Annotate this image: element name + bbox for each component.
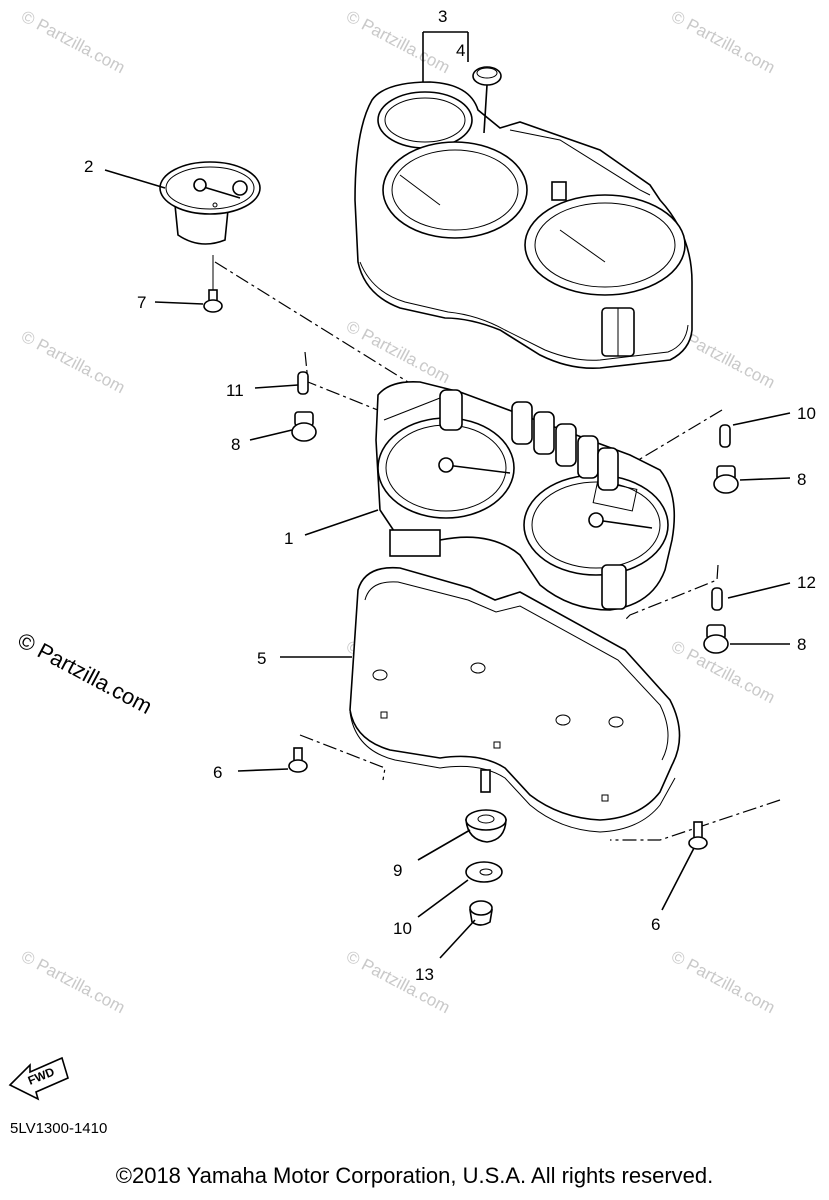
watermark: © Partzilla.com bbox=[18, 7, 128, 78]
screw-part-7 bbox=[203, 289, 223, 313]
meter-housing-part-5 bbox=[349, 566, 681, 833]
callout-5: 5 bbox=[257, 649, 266, 668]
bulb-part-10-top bbox=[297, 371, 309, 395]
socket-part-8-left bbox=[291, 411, 317, 442]
callout-12: 10 bbox=[393, 919, 412, 938]
dial-cap-part-2 bbox=[159, 161, 261, 245]
socket-part-8-right-bottom bbox=[703, 624, 729, 654]
side-watermark: © Partzilla.com bbox=[14, 627, 157, 719]
callout-4: 4 bbox=[456, 41, 465, 60]
meter-assembly-part-1 bbox=[375, 380, 676, 611]
callout-2: 2 bbox=[84, 157, 93, 176]
callout-10: 12 bbox=[797, 573, 816, 592]
bulb-part-10-right bbox=[711, 587, 723, 611]
diagram-code: 5LV1300-1410 bbox=[10, 1120, 107, 1137]
fwd-arrow-icon: FWD bbox=[8, 1056, 69, 1101]
callout-6: 6 bbox=[651, 915, 660, 934]
watermark: © Partzilla.com bbox=[343, 7, 453, 78]
watermark: © Partzilla.com bbox=[343, 947, 453, 1018]
callout-11: 9 bbox=[393, 861, 402, 880]
grommet-part-4 bbox=[472, 66, 502, 86]
meter-cover-part-3 bbox=[354, 81, 693, 370]
screw-part-6-left bbox=[288, 747, 308, 773]
callout-6: 6 bbox=[213, 763, 222, 782]
callout-7: 7 bbox=[137, 293, 146, 312]
callout-8: 8 bbox=[231, 435, 240, 454]
callout-3: 3 bbox=[438, 7, 447, 26]
callout-13: 13 bbox=[415, 965, 434, 984]
bulb-part-9 bbox=[719, 424, 731, 448]
watermark: © Partzilla.com bbox=[668, 7, 778, 78]
callout-9: 10 bbox=[797, 404, 816, 423]
copyright-notice: ©2018 Yamaha Motor Corporation, U.S.A. A… bbox=[115, 1163, 714, 1188]
callout-10: 11 bbox=[226, 381, 244, 400]
nut-part-13 bbox=[469, 900, 493, 926]
washer-part-12 bbox=[465, 861, 503, 883]
callout-8: 8 bbox=[797, 470, 806, 489]
watermark: © Partzilla.com bbox=[18, 947, 128, 1018]
callout-8: 8 bbox=[797, 635, 806, 654]
watermark: © Partzilla.com bbox=[668, 947, 778, 1018]
screw-part-6-right bbox=[688, 821, 708, 850]
socket-part-8-right-top bbox=[713, 465, 739, 494]
watermark: © Partzilla.com bbox=[18, 327, 128, 398]
grommet-part-11 bbox=[465, 809, 507, 843]
callout-1: 1 bbox=[284, 529, 293, 548]
